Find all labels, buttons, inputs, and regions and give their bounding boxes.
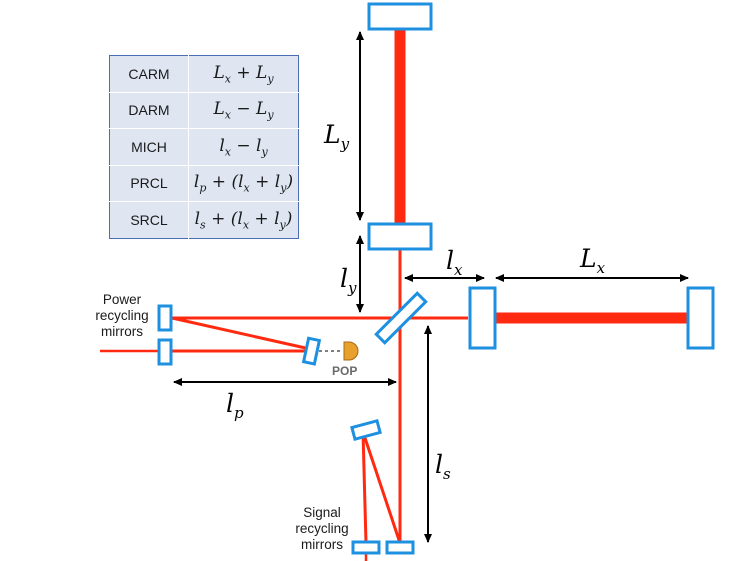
mirrors	[157, 2, 715, 555]
dof-expression: lp + (lx + ly)	[188, 164, 299, 202]
length-arrows	[173, 31, 689, 543]
power-recycling-mirror-bottom	[157, 338, 173, 366]
y-end-mirror	[367, 2, 433, 31]
lx-label: lx	[446, 246, 463, 279]
signal-recycling-mirror-left	[351, 540, 381, 555]
prm-to-pr2-beam	[171, 316, 311, 351]
pop-photodiode-icon	[343, 341, 359, 361]
dof-name: SRCL	[109, 201, 189, 238]
table-row: CARM Lx + Ly	[109, 55, 299, 92]
sr2-mirror	[350, 419, 382, 441]
dof-expression: lx − ly	[188, 128, 299, 165]
laser-beams	[100, 30, 688, 561]
x-input-mirror	[468, 286, 497, 350]
dof-name: DARM	[109, 91, 189, 129]
ls-label: ls	[435, 450, 451, 483]
x-end-mirror	[686, 286, 715, 350]
power-recycling-label: Power recycling mirrors	[95, 292, 149, 339]
pop-label: POP	[332, 364, 358, 378]
srm-to-sr2-beam	[361, 431, 402, 544]
Lx-label: Lx	[580, 244, 606, 277]
dof-expression: Lx + Ly	[213, 62, 274, 85]
dof-expression: Lx − Ly	[188, 91, 299, 129]
power-recycling-mirror-top	[157, 304, 173, 332]
dof-expression: ls + (lx + ly)	[188, 201, 299, 238]
Ly-label: Ly	[324, 120, 350, 153]
dof-name: PRCL	[109, 164, 189, 202]
beam-splitter	[374, 291, 428, 345]
dof-name: CARM	[109, 55, 189, 92]
signal-recycling-mirror-right	[385, 540, 415, 555]
sr2-to-srm-beam	[361, 431, 368, 544]
pr2-mirror	[301, 336, 322, 366]
lp-label: lp	[226, 389, 244, 422]
y-input-mirror	[367, 222, 433, 251]
ly-label: ly	[340, 264, 357, 297]
dof-name: MICH	[109, 128, 189, 165]
signal-recycling-label: Signal recycling mirrors	[295, 505, 349, 552]
